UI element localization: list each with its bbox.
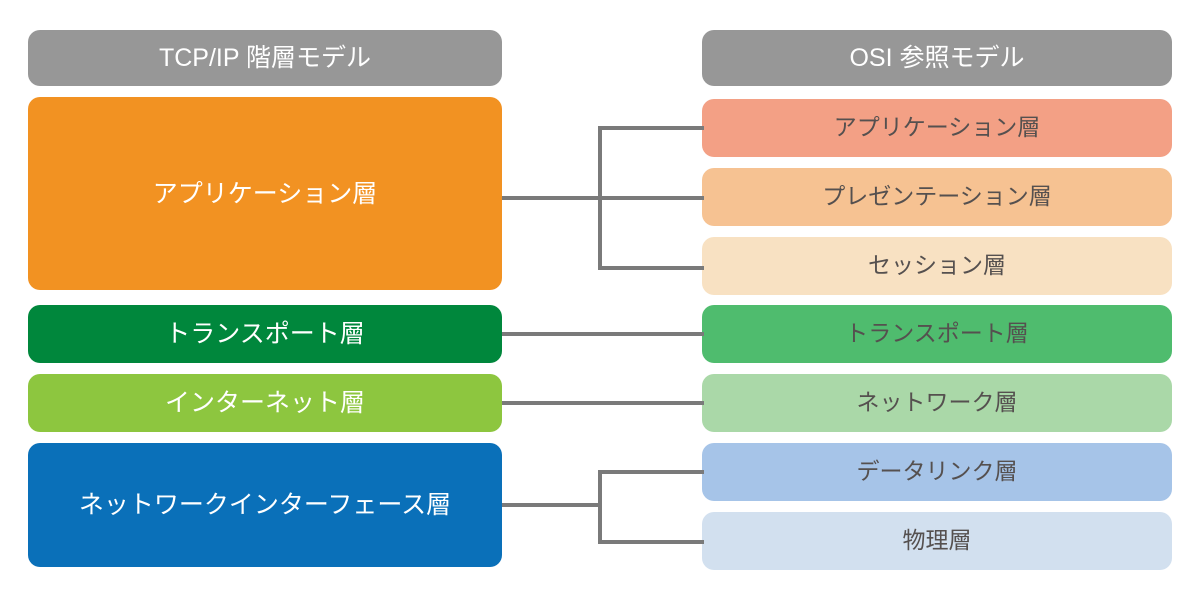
connector-transport: [502, 332, 704, 336]
connector-internet-network: [502, 401, 704, 405]
osi-layer-datalink[interactable]: データリンク層: [702, 443, 1172, 501]
osi-layer-physical[interactable]: 物理層: [702, 512, 1172, 570]
osi-layer-application[interactable]: アプリケーション層: [702, 99, 1172, 157]
tcpip-layer-transport[interactable]: トランスポート層: [28, 305, 502, 363]
tcpip-layer-application[interactable]: アプリケーション層: [28, 97, 502, 290]
connector-network-interface-spine: [598, 470, 602, 544]
osi-header: OSI 参照モデル: [702, 30, 1172, 86]
osi-layer-transport[interactable]: トランスポート層: [702, 305, 1172, 363]
osi-layer-presentation[interactable]: プレゼンテーション層: [702, 168, 1172, 226]
tcpip-layer-internet[interactable]: インターネット層: [28, 374, 502, 432]
osi-layer-session[interactable]: セッション層: [702, 237, 1172, 295]
tcpip-layer-network-interface[interactable]: ネットワークインターフェース層: [28, 443, 502, 567]
connector-application-stem: [502, 196, 602, 200]
connector-application-branch-1: [598, 126, 704, 130]
tcpip-header: TCP/IP 階層モデル: [28, 30, 502, 86]
connector-network-interface-branch-2: [598, 540, 704, 544]
osi-layer-network[interactable]: ネットワーク層: [702, 374, 1172, 432]
connector-network-interface-stem: [502, 503, 602, 507]
connector-network-interface-branch-1: [598, 470, 704, 474]
connector-application-branch-3: [598, 266, 704, 270]
connector-application-branch-2: [598, 196, 704, 200]
